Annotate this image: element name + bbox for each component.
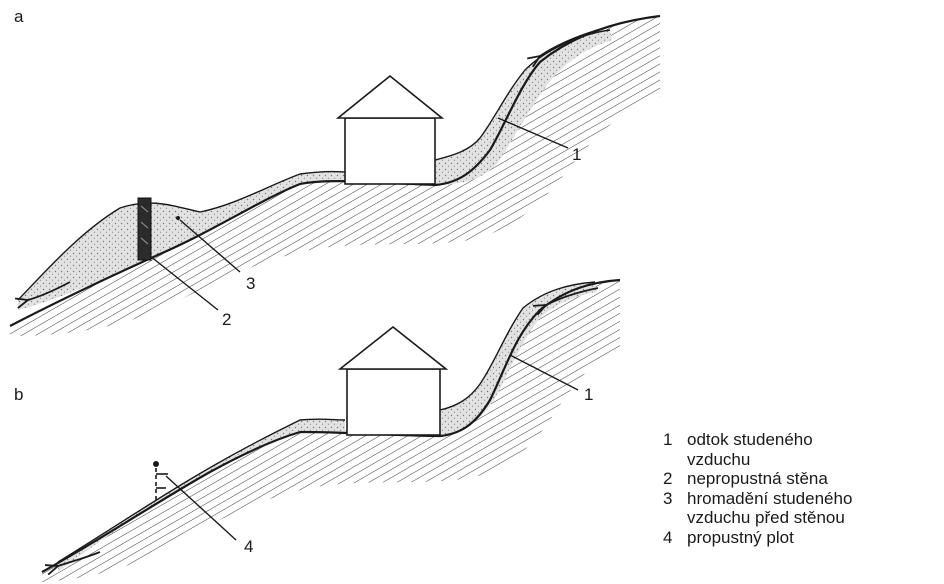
legend-text: hromadění studeného vzduchu před stěnou [687,489,852,528]
legend: 1 odtok studeného vzduchu 2 nepropustná … [663,430,941,547]
panel-a-label: a [14,7,24,26]
legend-item-1: 1 odtok studeného vzduchu [663,430,941,469]
panel-a-impermeable-wall [138,198,151,260]
panel-b-label: b [14,385,23,404]
legend-number: 2 [663,469,687,489]
panel-b-house [340,327,446,435]
panel-a: a 1 2 3 [10,7,660,336]
legend-text: odtok studeného vzduchu [687,430,813,469]
legend-item-2: 2 nepropustná stěna [663,469,941,489]
legend-text: nepropustná stěna [687,469,828,489]
panel-a-callout-2: 2 [222,310,231,329]
panel-a-callout-3: 3 [246,274,255,293]
panel-a-house [338,76,442,184]
legend-number: 3 [663,489,687,528]
panel-a-callout-1: 1 [572,145,581,164]
legend-item-4: 4 propustný plot [663,528,941,548]
legend-text: propustný plot [687,528,794,548]
legend-item-3: 3 hromadění studeného vzduchu před stěno… [663,489,941,528]
panel-b-callout-1: 1 [584,385,593,404]
legend-number: 4 [663,528,687,548]
panel-b-callout-4: 4 [244,537,253,556]
panel-a-accumulation-marker [176,216,180,220]
legend-number: 1 [663,430,687,469]
